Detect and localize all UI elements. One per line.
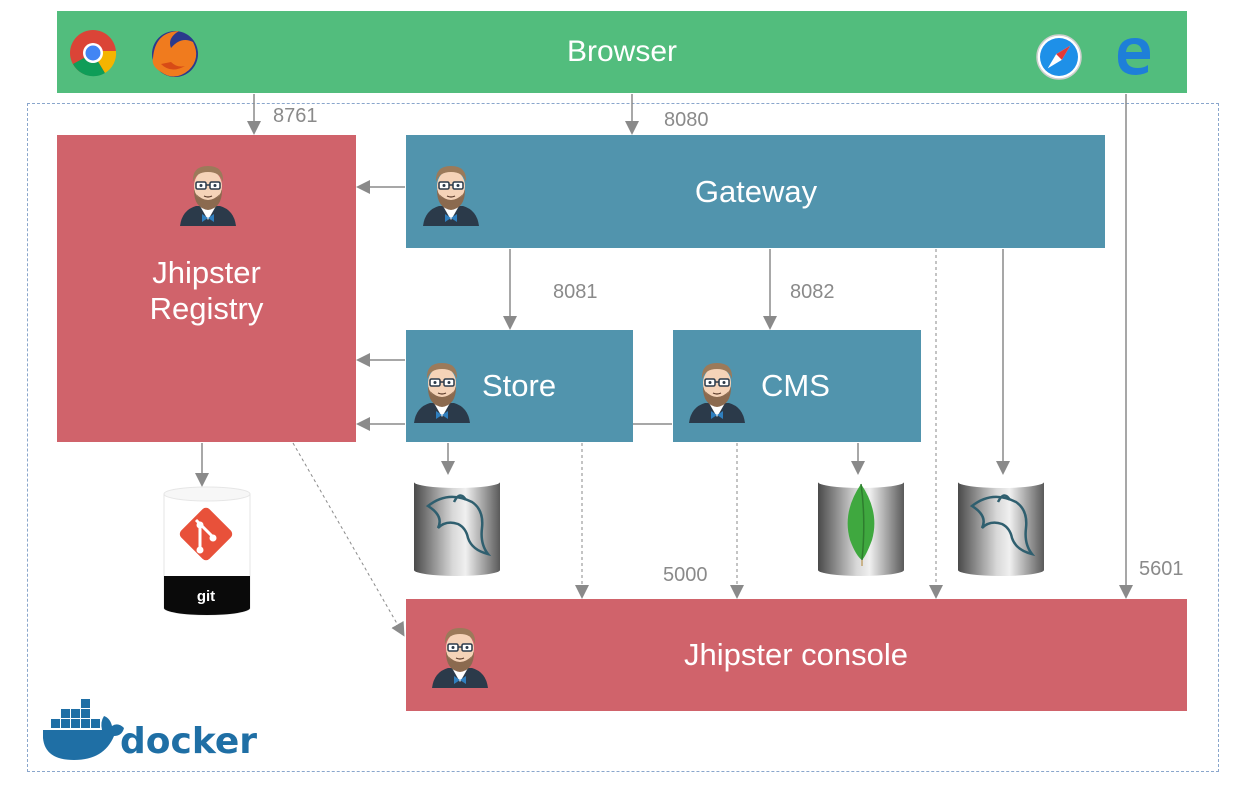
git-db-icon [163, 486, 251, 616]
browser-label: Browser [566, 35, 678, 68]
chrome-icon [70, 30, 117, 77]
docker-label: docker [120, 721, 257, 762]
jhipster-console-box: Jhipster console [406, 599, 1187, 711]
browser-bar: Browser [57, 11, 1187, 93]
registry-label-line2: Registry [149, 291, 264, 326]
port-store: 8081 [553, 281, 598, 303]
gateway-box: Gateway [406, 135, 1105, 248]
mysql-db-icon [414, 476, 500, 576]
store-label: Store [482, 368, 557, 403]
port-gateway: 8080 [664, 109, 709, 131]
arrow-registry-console [292, 442, 405, 637]
firefox-icon [152, 31, 198, 77]
registry-label-line1: Jhipster [152, 255, 261, 290]
git-label: git [197, 588, 215, 605]
registry-label: Jhipster Registry [57, 255, 356, 327]
console-label: Jhipster console [683, 637, 908, 672]
docker-logo-icon [43, 699, 124, 760]
jhipster-avatar-icon [179, 165, 746, 689]
port-logstash: 5000 [663, 564, 708, 586]
mysql-db-icon [958, 476, 1044, 576]
port-cms: 8082 [790, 281, 835, 303]
safari-icon [1036, 34, 1082, 80]
gateway-label: Gateway [694, 174, 818, 209]
mongodb-db-icon [818, 476, 904, 576]
docker-network-frame [27, 103, 1219, 772]
port-kibana: 5601 [1139, 558, 1184, 580]
edge-icon [1117, 38, 1150, 75]
cms-label: CMS [761, 368, 830, 403]
port-registry: 8761 [273, 105, 318, 127]
